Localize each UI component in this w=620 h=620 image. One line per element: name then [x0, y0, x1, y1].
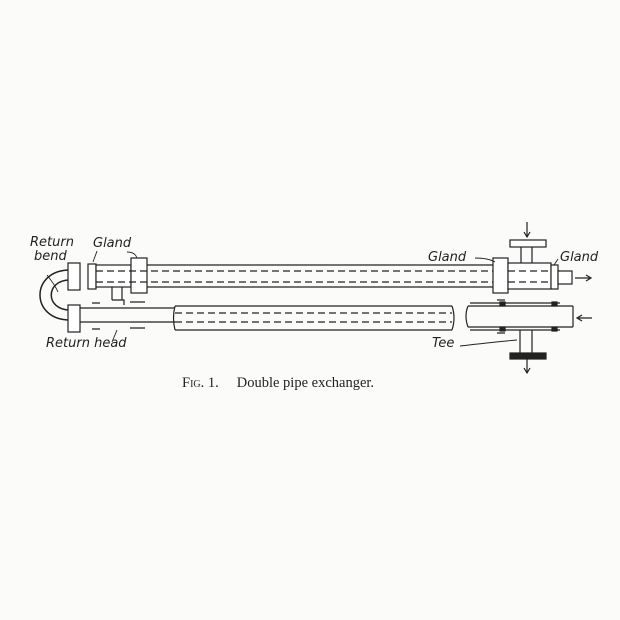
leader-return-bend [46, 274, 59, 293]
label-return-head: Return head [46, 336, 127, 351]
left-small-gland [87, 263, 97, 290]
right-tee-stem-up [520, 247, 533, 263]
right-tee-stem-down [519, 330, 533, 354]
top-outer-pipe [147, 264, 493, 288]
figure-caption: Fig. 1. Double pipe exchanger. [182, 375, 374, 392]
label-tee: Tee [432, 336, 455, 351]
right-bottom-pipe [465, 305, 574, 328]
figure-number: Fig. 1. [182, 375, 219, 391]
label-gland-far-right: Gland [560, 250, 599, 265]
leader-gland-far [553, 258, 559, 266]
right-tee-flange-bottom [509, 352, 547, 360]
return-bend-lower-nut [67, 304, 81, 333]
outlet-arrow-down [523, 359, 531, 375]
left-big-gland [130, 257, 148, 294]
label-return-bend-line2: bend [34, 249, 67, 264]
leader-gland-left [92, 250, 138, 263]
right-bottom-sleeve [470, 299, 560, 334]
label-return-bend-line1: Return [30, 235, 74, 250]
return-bend-upper-nut [67, 262, 81, 291]
return-bend [39, 269, 71, 321]
right-dashed [508, 270, 551, 283]
inlet-arrow-down [523, 222, 531, 239]
leader-tee [459, 339, 518, 347]
leader-gland-right [474, 257, 496, 263]
caption-text: Double pipe exchanger. [236, 375, 375, 391]
left-tee-stem [111, 287, 123, 300]
leader-return-head [111, 329, 118, 343]
right-small-gland [550, 264, 559, 290]
label-gland-left: Gland [93, 236, 132, 251]
bottom-fittings-left [92, 299, 145, 330]
nozzle [557, 270, 573, 285]
inlet-arrow-left [575, 314, 592, 322]
right-big-gland [492, 257, 509, 294]
label-return-bend: Return bend [30, 236, 74, 264]
bottom-inner-dashed [175, 312, 452, 323]
top-inner-pipe-dashed [96, 270, 560, 283]
bottom-outer-pipe [172, 305, 455, 331]
left-return-head-body [95, 264, 132, 288]
right-tee-flange-top [509, 239, 547, 248]
right-tee-body [507, 262, 552, 290]
outlet-arrow-right [575, 274, 593, 282]
bottom-inner-pipe-left [80, 307, 175, 323]
label-gland-right: Gland [428, 250, 467, 265]
